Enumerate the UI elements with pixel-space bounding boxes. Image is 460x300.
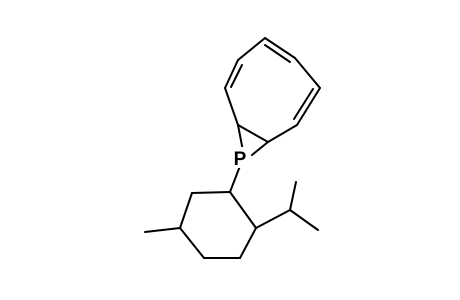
bond-isopropyl-ring <box>255 209 291 229</box>
bond-ring8-c6-c7-double <box>293 88 314 120</box>
phosphirane-ring <box>237 124 269 156</box>
bond-ring6-c5-c6 <box>239 227 257 259</box>
bond-ring6-c3-c4 <box>179 227 205 259</box>
bond-phosphorus-c1 <box>237 124 244 152</box>
bond-ring8-c1-c2 <box>224 87 239 126</box>
bond-phosphorus-ring6 <box>229 165 241 193</box>
bond-ring6-c2-c3 <box>179 192 193 229</box>
substituted-cyclohexane <box>144 165 257 259</box>
bond-ring8-c4-c5 <box>264 37 296 59</box>
bond-ring8-c2-c3 <box>224 59 239 89</box>
bond-isopropyl-methyl-right <box>289 209 319 231</box>
bond-ring6-c1-c2 <box>191 191 231 194</box>
bond-phosphorus-c8 <box>251 141 269 156</box>
bond-isopropyl-methyl-top <box>289 181 297 211</box>
phosphorus-atom: P <box>231 147 249 170</box>
bond-ring6-c6-c1 <box>229 191 257 229</box>
bond-ring8-c7-c8 <box>267 124 298 143</box>
bond-ring8-c8-c1 <box>237 124 269 143</box>
bond-ring8-c6-c7 <box>296 87 321 126</box>
bond-ring8-c4-c5-double <box>264 44 291 63</box>
phosphorus-label: P <box>234 149 247 170</box>
bond-ring8-c5-c6 <box>294 57 321 89</box>
eight-membered-ring <box>224 37 321 143</box>
bond-ring8-c2-c3-double <box>230 64 243 88</box>
bond-ring8-c3-c4 <box>237 37 266 61</box>
isopropyl-group <box>255 181 319 231</box>
phosphorus-label-background <box>231 147 249 168</box>
bond-methyl <box>144 227 181 233</box>
